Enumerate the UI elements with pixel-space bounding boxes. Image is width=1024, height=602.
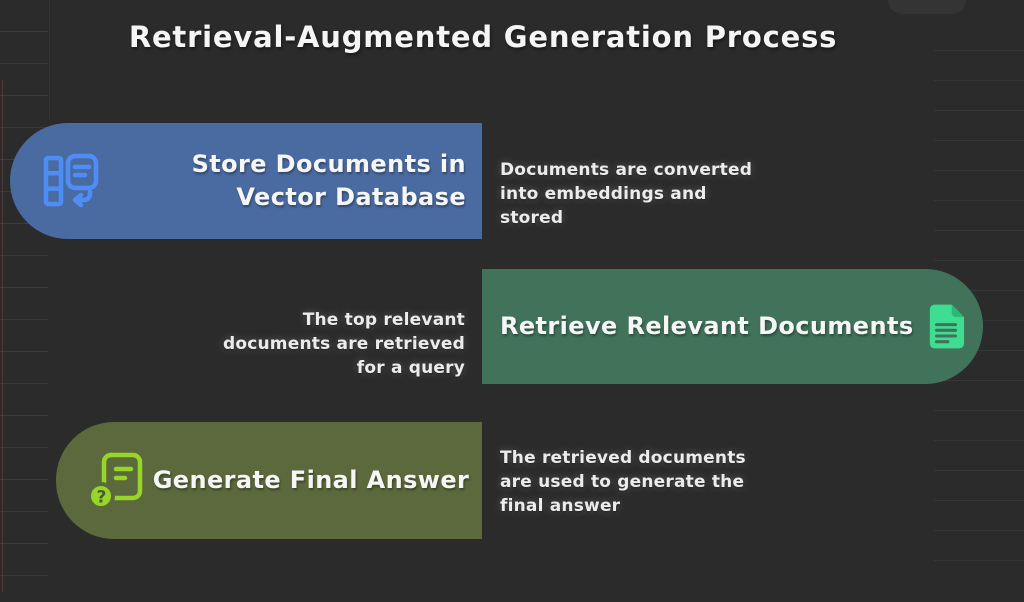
document-question-icon: ? — [86, 450, 150, 512]
step-box-retrieve-documents: Retrieve Relevant Documents — [482, 269, 983, 384]
step-description: The top relevant documents are retrieved… — [222, 310, 465, 378]
ruler-tick-marks — [0, 0, 48, 602]
step-box-store-documents: Store Documents in Vector Database — [10, 123, 482, 239]
step-description: Documents are converted into embeddings … — [500, 160, 753, 228]
vector-database-store-icon — [38, 148, 104, 214]
step-box-generate-answer: ? Generate Final Answer — [56, 422, 482, 539]
faint-vertical-line — [49, 0, 50, 120]
svg-text:?: ? — [97, 487, 107, 507]
step-title: Store Documents in Vector Database — [191, 150, 466, 211]
background-pill-shape — [888, 0, 966, 14]
step-description: The retrieved documents are used to gene… — [500, 448, 746, 516]
step-title: Generate Final Answer — [152, 466, 470, 494]
ruler-vertical-line — [2, 80, 3, 592]
page-title: Retrieval-Augmented Generation Process — [128, 20, 838, 54]
document-icon — [927, 303, 965, 350]
step-title: Retrieve Relevant Documents — [500, 312, 914, 340]
